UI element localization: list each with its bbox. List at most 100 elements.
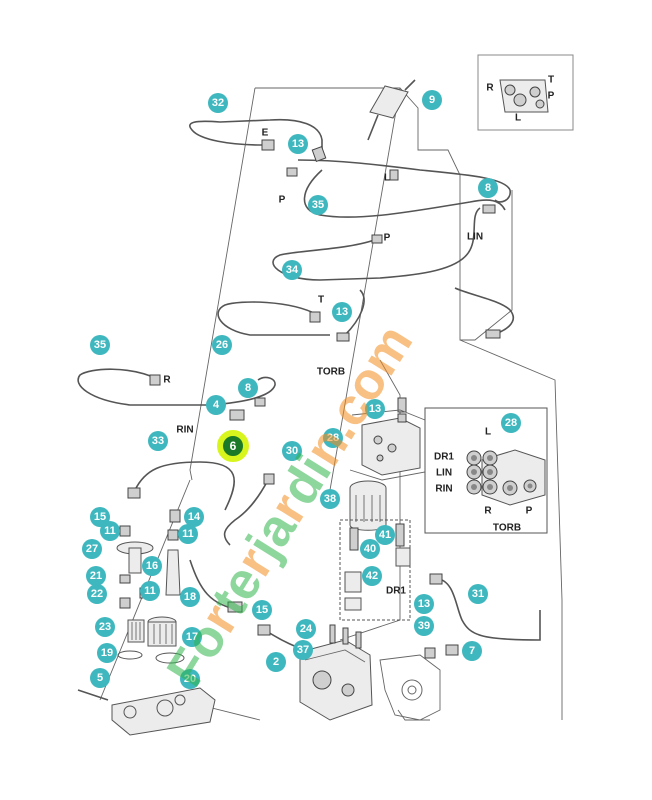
port-label-rin: RIN [435,484,452,495]
svg-text:9: 9 [429,94,435,106]
callout-41: 41 [375,525,395,545]
svg-text:8: 8 [485,182,491,194]
callout-11: 11 [100,521,120,541]
svg-text:39: 39 [418,620,430,632]
fittings [127,139,501,659]
svg-text:19: 19 [101,647,113,659]
callout-16: 16 [142,556,162,576]
port-label-lin: LIN [436,468,452,479]
callout-26: 26 [212,335,232,355]
svg-text:24: 24 [300,623,313,635]
port-label-p: P [526,506,533,517]
callout-23: 23 [95,617,115,637]
port-label-t: T [318,295,324,306]
port-label-dr1: DR1 [386,586,406,597]
svg-text:11: 11 [104,525,116,537]
valve-block-28 [349,409,426,481]
callout-30: 30 [282,441,302,461]
callout-33: 33 [148,431,168,451]
callout-9: 9 [422,90,442,110]
port-label-p: P [384,233,391,244]
svg-text:8: 8 [245,382,251,394]
callout-5: 5 [90,668,110,688]
watermark-text: Forterjardin.com [156,315,424,696]
callout-42: 42 [362,566,382,586]
svg-text:15: 15 [94,511,106,523]
bracket-40-42 [339,519,411,621]
callout-35: 35 [308,195,328,215]
inset-valve-top [477,54,574,131]
svg-text:5: 5 [97,672,103,684]
svg-text:13: 13 [292,138,304,150]
callout-13: 13 [414,594,434,614]
callout-31: 31 [468,584,488,604]
callout-20: 20 [180,669,200,689]
inset-valve-bottom [424,407,548,534]
svg-text:2: 2 [273,656,279,668]
callout-34: 34 [282,260,302,280]
svg-text:13: 13 [418,598,430,610]
svg-text:35: 35 [94,339,106,351]
filter-38 [349,480,387,531]
svg-text:7: 7 [469,645,475,657]
svg-text:11: 11 [182,528,194,540]
svg-text:37: 37 [297,644,309,656]
callout-15: 15 [90,507,110,527]
cylinder-9 [367,79,416,141]
svg-text:21: 21 [90,570,102,582]
callout-39: 39 [414,616,434,636]
port-label-dr1: DR1 [434,452,454,463]
svg-text:26: 26 [216,339,228,351]
svg-text:14: 14 [188,511,201,523]
svg-text:28: 28 [505,417,517,429]
callout-13: 13 [332,302,352,322]
callout-11: 11 [178,524,198,544]
svg-text:13: 13 [336,306,348,318]
callouts: 32 9 13 35 8 34 13 35 26 4 8 6 33 30 28 … [82,90,521,689]
callout-37: 37 [293,640,313,660]
svg-text:35: 35 [312,199,324,211]
callout-8: 8 [478,178,498,198]
callout-28: 28 [323,428,343,448]
svg-text:15: 15 [256,604,268,616]
transmission-24 [299,624,441,721]
port-label-p: P [548,91,555,102]
svg-text:4: 4 [213,399,220,411]
svg-text:31: 31 [472,588,484,600]
port-label-lin: LIN [467,232,483,243]
callout-6-highlighted: 6 [217,430,249,462]
svg-text:33: 33 [152,435,164,447]
callout-32: 32 [208,93,228,113]
port-label-r: R [484,506,492,517]
port-label-e: E [262,128,269,139]
port-label-r: R [486,83,494,94]
port-label-torb: TORB [317,367,345,378]
callout-19: 19 [97,643,117,663]
callout-27: 27 [82,539,102,559]
callout-13: 13 [288,134,308,154]
svg-text:23: 23 [99,621,111,633]
callout-21: 21 [86,566,106,586]
callout-38: 38 [320,489,340,509]
svg-text:38: 38 [324,493,336,505]
port-label-r: R [163,375,171,386]
svg-text:22: 22 [91,588,103,600]
svg-text:20: 20 [184,673,196,685]
port-labels: E P L LIN P T TORB R RIN DR1 R L P T L D… [163,75,554,597]
svg-text:41: 41 [379,529,391,541]
callout-7: 7 [462,641,482,661]
callout-18: 18 [180,587,200,607]
callout-8: 8 [238,378,258,398]
callout-11: 11 [140,581,160,601]
callout-35: 35 [90,335,110,355]
watermark: Forterjardin.com [156,315,424,696]
svg-text:18: 18 [184,591,196,603]
callout-24: 24 [296,619,316,639]
svg-text:40: 40 [364,543,376,555]
svg-text:27: 27 [86,543,98,555]
svg-text:6: 6 [230,439,237,453]
port-label-rin: RIN [176,425,193,436]
callout-13: 13 [365,399,385,419]
svg-text:13: 13 [369,403,381,415]
